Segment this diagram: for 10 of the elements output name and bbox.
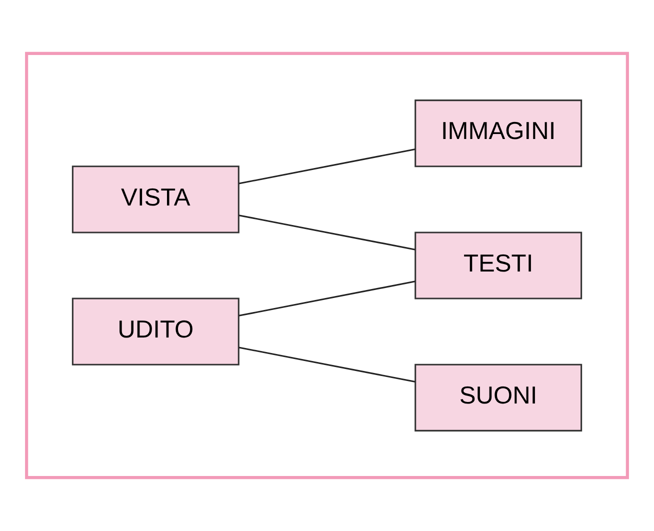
connector <box>238 280 416 316</box>
node-box: UDITO <box>72 298 240 366</box>
node-box: IMMAGINI <box>414 100 582 168</box>
node-box: SUONI <box>414 364 582 432</box>
node-box: VISTA <box>72 166 240 234</box>
cluster <box>25 52 629 480</box>
connector <box>238 148 416 184</box>
connector <box>238 346 416 383</box>
connector <box>238 214 416 250</box>
node-box: TESTI <box>414 232 582 300</box>
